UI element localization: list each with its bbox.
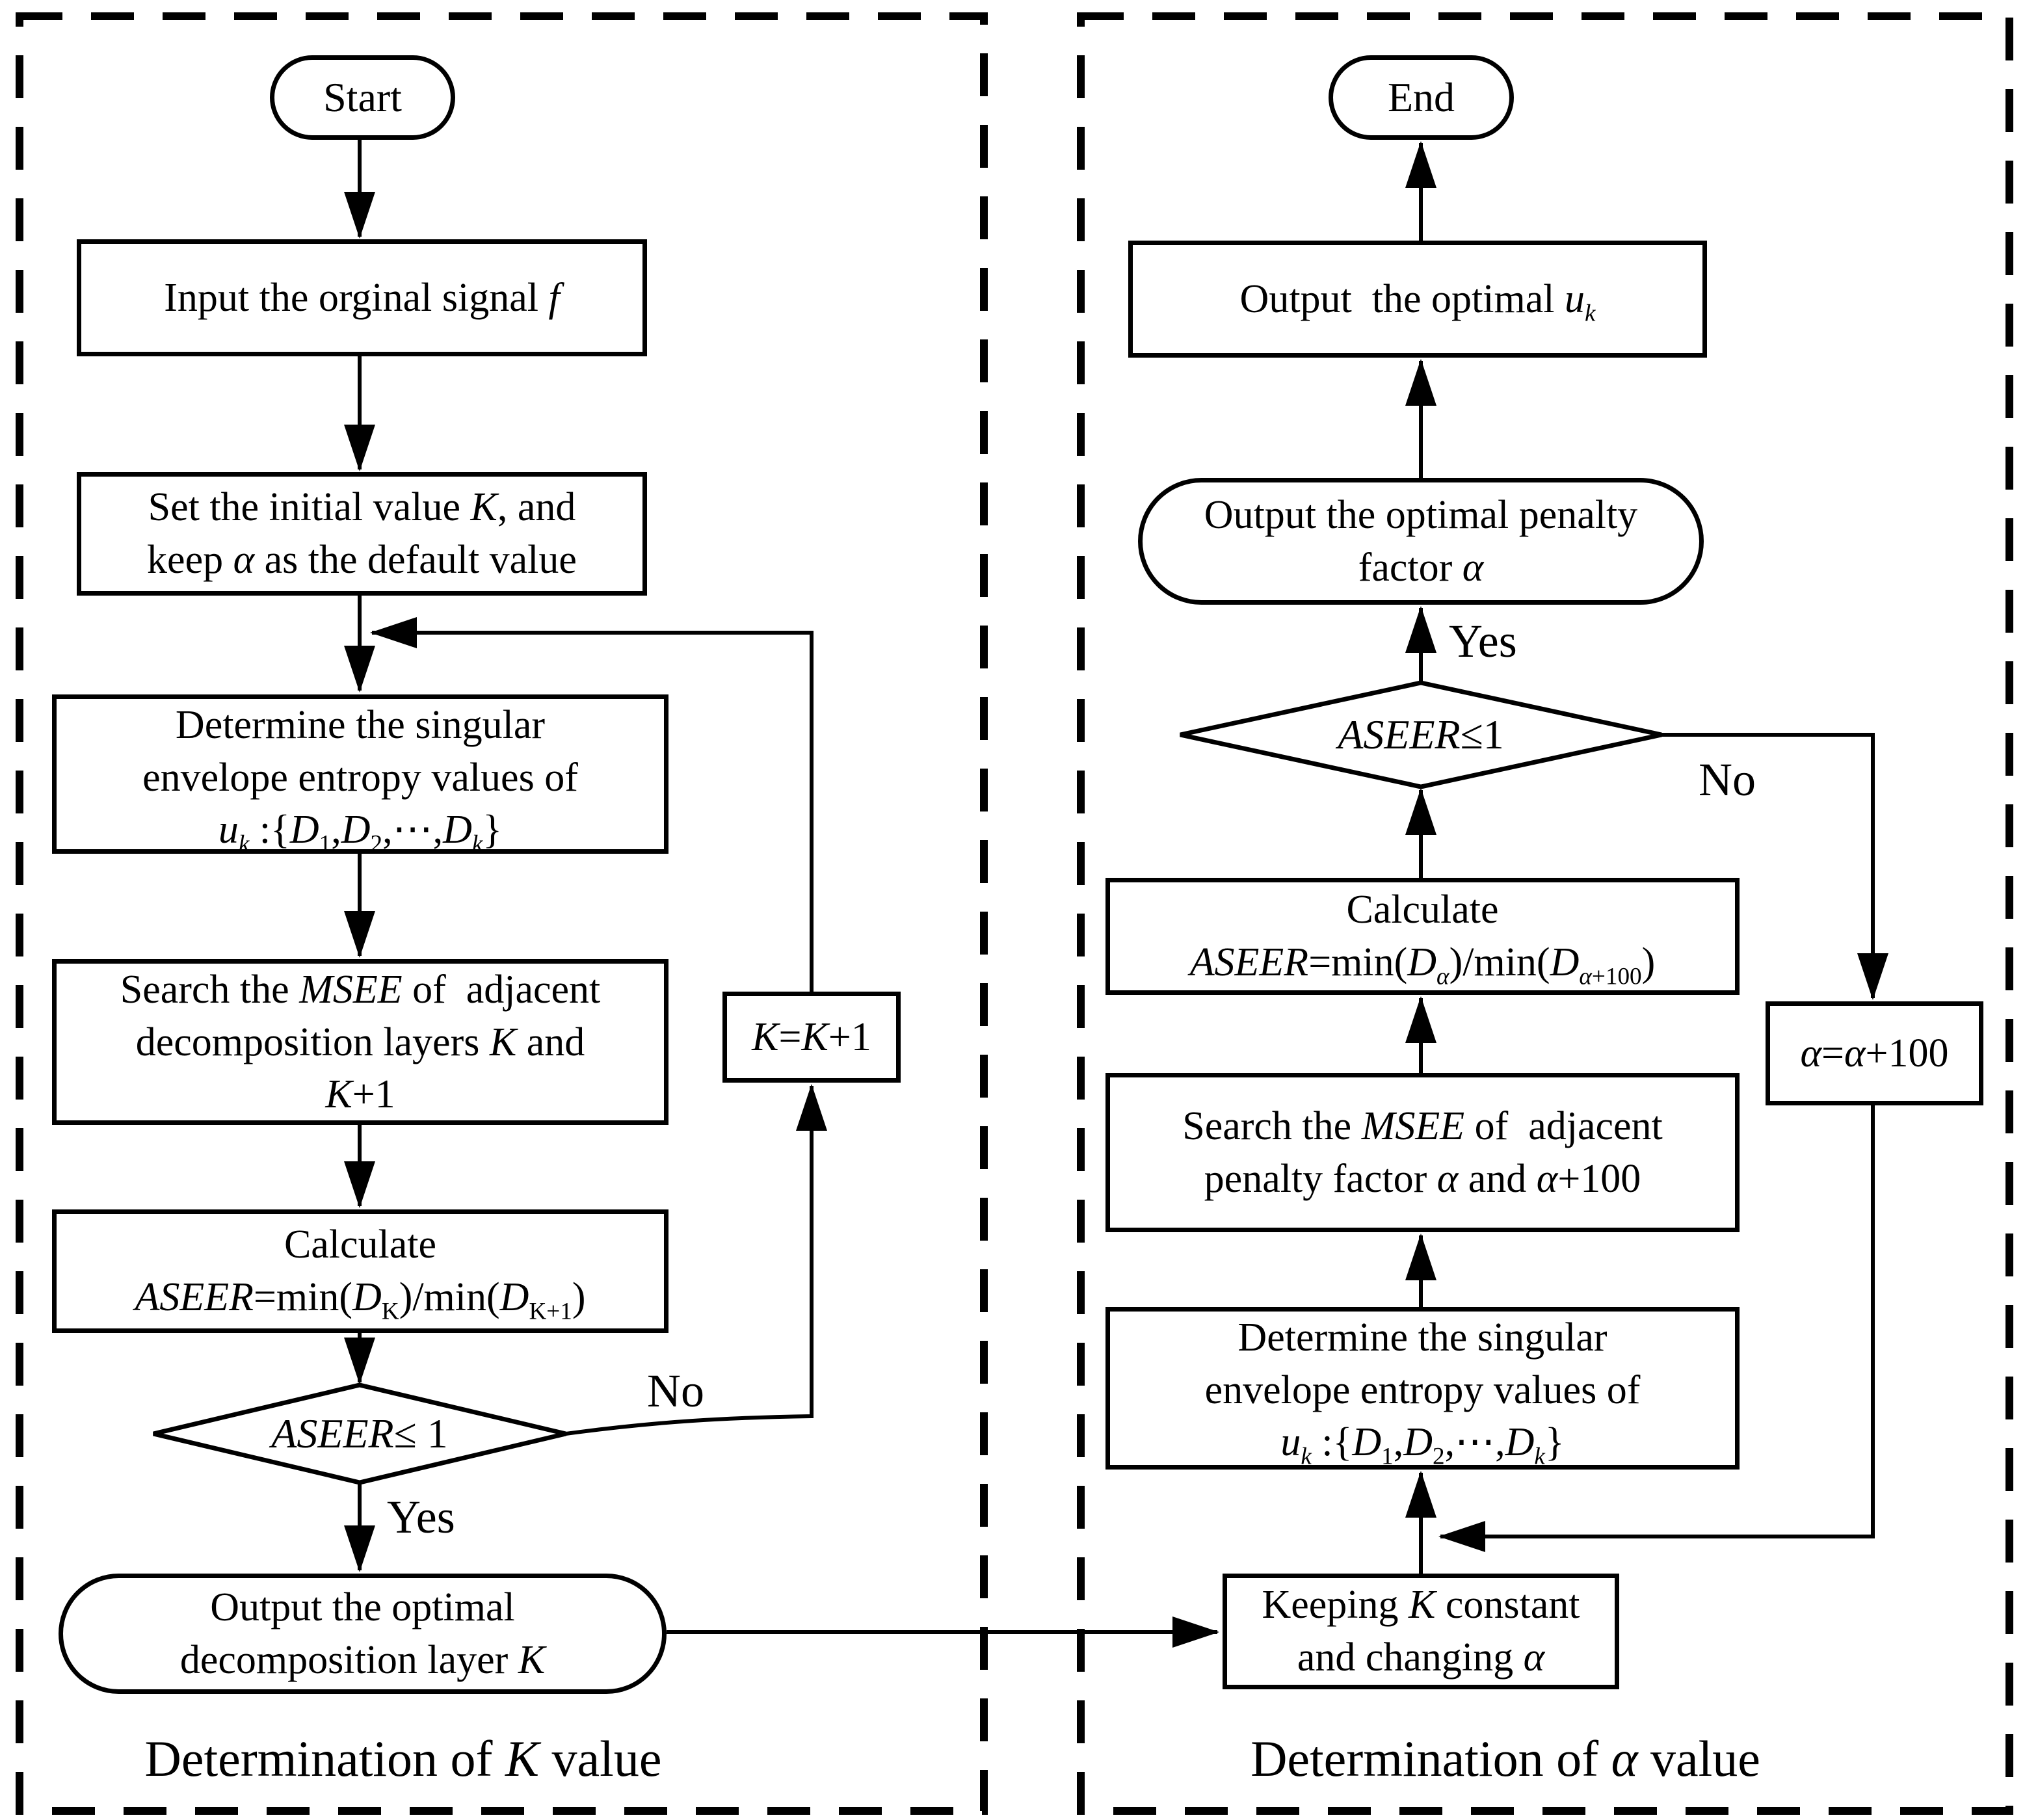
alpha-increment-box: α=α+100 (1766, 1001, 1983, 1105)
input-signal-label: Input the orginal signal f (164, 275, 560, 320)
determination-k-caption: Determination of K value (144, 1730, 662, 1787)
k-increment-label: K=K+1 (752, 1014, 871, 1059)
output-uk-box: Output the optimal uk (1128, 241, 1707, 358)
aseer-decision-a-label: ASEER≤1 (1338, 711, 1504, 758)
no-label-a: No (1699, 754, 1756, 806)
determination-alpha-caption: Determination of α value (1251, 1730, 1760, 1787)
alpha-increment-label: α=α+100 (1800, 1031, 1949, 1075)
edge-no-k-to-kinc (565, 1084, 827, 1436)
left-panel-border (16, 12, 988, 1815)
no-label-k: No (647, 1365, 704, 1417)
end-terminator: End (1329, 55, 1514, 140)
aseer-decision-k-diamond (153, 1382, 566, 1485)
yes-label-k: Yes (387, 1491, 455, 1543)
yes-label-a: Yes (1449, 615, 1517, 667)
end-label: End (1387, 74, 1455, 121)
start-terminator: Start (270, 55, 455, 140)
edge-no-a-to-alphainc (1661, 733, 1888, 1000)
edge-alphainc-feedback (1438, 1105, 1875, 1552)
k-increment-box: K=K+1 (722, 992, 901, 1083)
aseer-decision-k-label: ASEER≤ 1 (271, 1410, 448, 1457)
start-label: Start (323, 74, 402, 121)
edge-kinc-feedback (370, 617, 814, 992)
aseer-decision-a-diamond (1180, 680, 1662, 789)
right-panel-border (1077, 12, 2013, 1815)
input-signal-box: Input the orginal signal f (77, 239, 647, 356)
output-uk-label: Output the optimal uk (1239, 276, 1596, 327)
